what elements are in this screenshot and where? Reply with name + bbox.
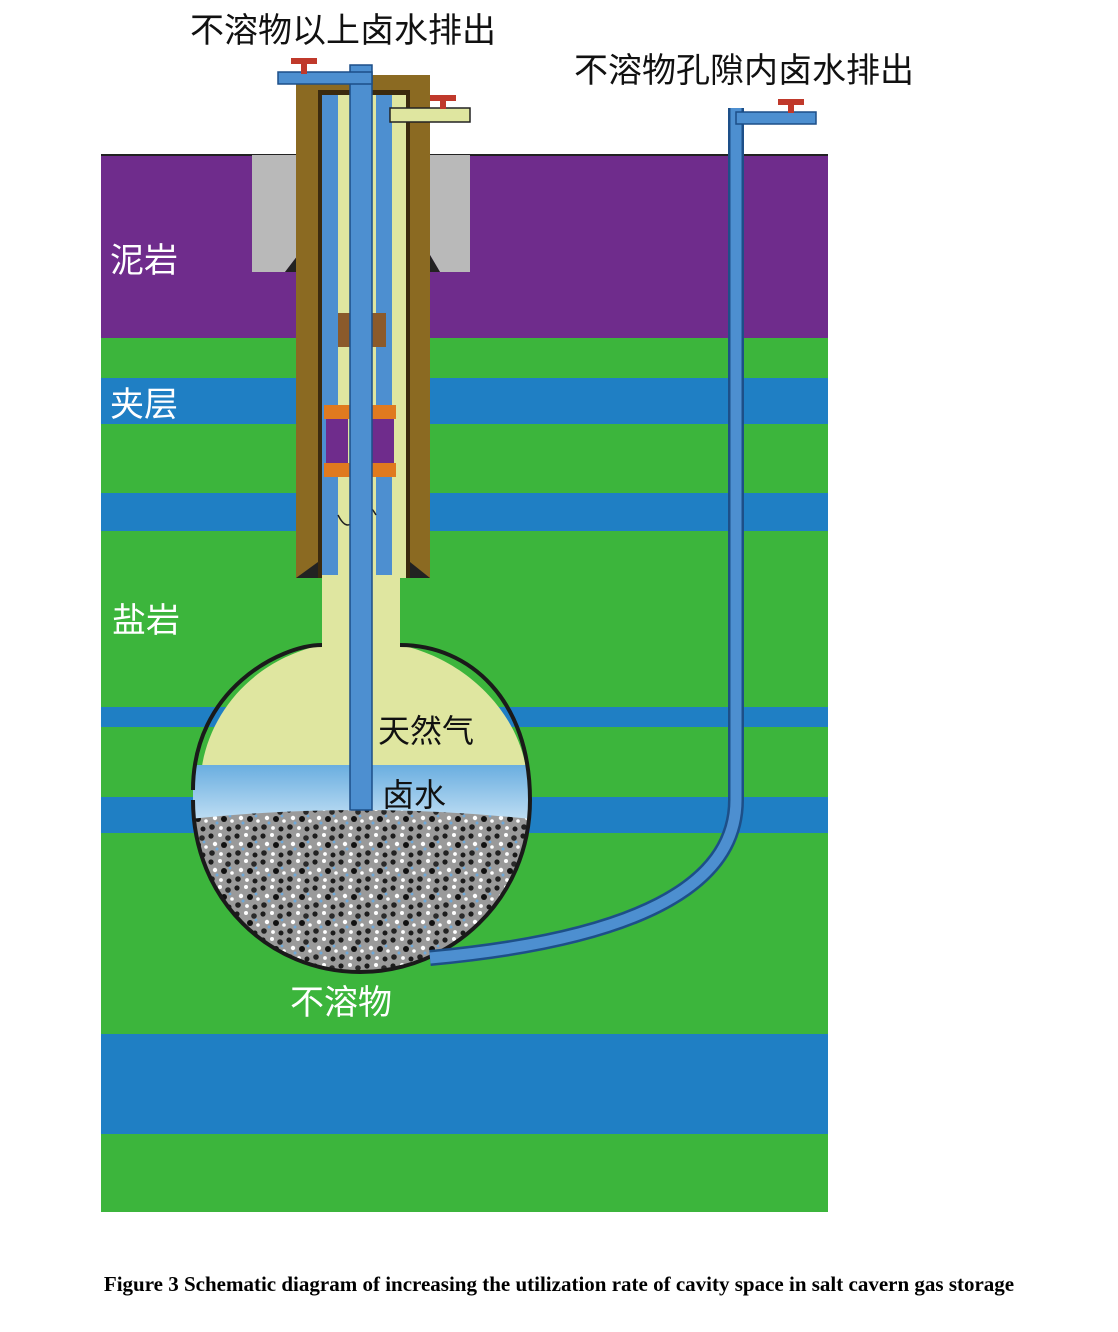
top-outlet-pipe xyxy=(277,71,373,85)
insoluble-label: 不溶物 xyxy=(290,983,392,1023)
top-outlet-label: 不溶物以上卤水排出 xyxy=(190,11,496,51)
interlayer-band-5 xyxy=(101,1034,828,1134)
pore-outlet-label: 不溶物孔隙内卤水排出 xyxy=(574,51,914,91)
interlayer-band-2 xyxy=(101,493,828,531)
top-outlet-valve-icon[interactable] xyxy=(291,58,317,74)
cavity-outline xyxy=(191,643,533,975)
tubing-coupling-right xyxy=(370,313,386,347)
figure-caption: Figure 3 Schematic diagram of increasing… xyxy=(103,1272,1015,1296)
salt-rock-label: 盐岩 xyxy=(112,601,180,641)
outer-tubing-left xyxy=(322,95,338,575)
natural-gas-label: 天然气 xyxy=(378,712,474,750)
central-drain-tube xyxy=(349,64,373,811)
cement-sheath xyxy=(252,155,470,272)
mudstone-label: 泥岩 xyxy=(110,241,178,281)
brine-label: 卤水 xyxy=(382,776,446,814)
pore-outlet-valve-icon[interactable] xyxy=(778,99,804,113)
interlayer-band-1 xyxy=(101,378,828,424)
pore-outlet-pipe xyxy=(735,111,817,125)
annulus-outlet-valve-icon[interactable] xyxy=(430,95,456,109)
interlayer-label: 夹层 xyxy=(110,385,178,425)
annulus-outlet-pipe xyxy=(389,107,471,123)
pore-drain-line xyxy=(429,108,742,964)
salt-cavern-schematic: 不溶物以上卤水排出 不溶物孔隙内卤水排出 泥岩 夹层 盐岩 天然气 卤水 不溶物 xyxy=(101,11,914,1212)
